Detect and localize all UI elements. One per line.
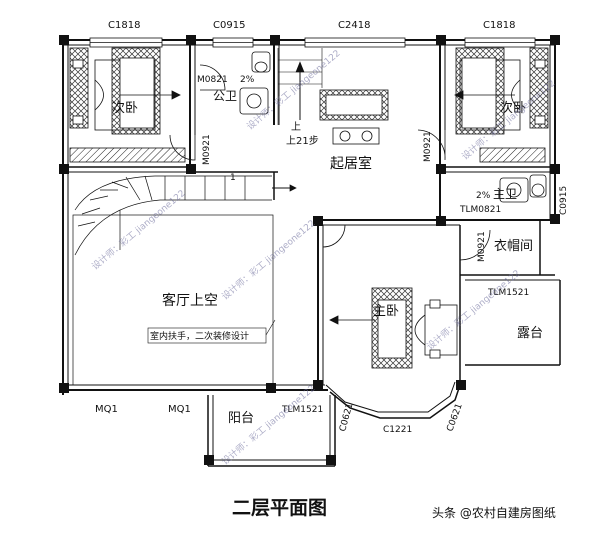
- door-swings: [169, 64, 491, 261]
- room-label-master-bedroom: 主卧: [373, 304, 399, 319]
- plan-caption: 二层平面图: [232, 497, 327, 519]
- door-label-tlm0821: TLM0821: [459, 205, 501, 215]
- room-label-bedroom-left: 次卧: [112, 100, 138, 116]
- source-credit: 头条 @农村自建房图纸: [432, 505, 556, 520]
- watermark-3: 设计师：彩工 jiangeone122: [219, 217, 317, 302]
- door-label-m0921-left: M0921: [202, 134, 212, 165]
- top-windows: [89, 37, 536, 48]
- window-label-c0621-left: C0621: [338, 402, 355, 433]
- stair-mark: 1: [230, 173, 236, 183]
- window-label-c1221: C1221: [383, 425, 412, 435]
- spiral-stairs: [72, 175, 297, 386]
- handrail-note: 室内扶手，二次装修设计: [150, 330, 249, 342]
- room-label-public-bath: 公卫: [213, 89, 237, 103]
- watermark-2: 设计师：彩工 jiangeone122: [89, 187, 187, 272]
- room-label-bedroom-right: 次卧: [500, 100, 526, 116]
- room-label-living: 起居室: [330, 155, 372, 172]
- door-label-tlm1521-balcony: TLM1521: [281, 405, 323, 415]
- living-room-furniture: [319, 89, 389, 145]
- columns: [59, 35, 560, 465]
- slope-public-bath: 2%: [240, 75, 255, 85]
- window-label-c2418: C2418: [338, 20, 370, 31]
- walls: [62, 39, 561, 467]
- door-label-m0921-master: M0921: [477, 231, 487, 262]
- window-label-c0621-right: C0621: [445, 402, 464, 433]
- door-label-tlm1521-terrace: TLM1521: [487, 288, 529, 298]
- bedroom-arrows: [120, 90, 515, 100]
- master-bedroom-furniture: [329, 287, 458, 369]
- room-label-master-bath: 主卫: [493, 187, 517, 201]
- stair-up-note: 上: [291, 121, 301, 133]
- door-label-m0821: M0821: [197, 75, 228, 85]
- window-label-mq1-b: MQ1: [168, 404, 191, 415]
- door-labels: M0821 M0921 M0921 M0921 TLM0821 TLM1521 …: [197, 75, 529, 415]
- room-label-terrace: 露台: [517, 326, 543, 341]
- room-label-void: 客厅上空: [162, 292, 218, 309]
- slope-master-bath: 2%: [476, 191, 491, 201]
- straight-stairs: [277, 48, 323, 125]
- window-label-c1818-right: C1818: [483, 20, 515, 31]
- room-labels: 次卧 次卧 公卫 起居室 主卫 衣帽间 主卧 露台 客厅上空 阳台: [112, 89, 543, 426]
- stair-steps-note: 上21步: [286, 135, 319, 147]
- room-label-closet: 衣帽间: [494, 238, 533, 254]
- window-label-c1818-left: C1818: [108, 20, 140, 31]
- master-bath-fixtures: [499, 174, 547, 203]
- window-label-c0915: C0915: [213, 20, 245, 31]
- plan-notes: 上 上21步 室内扶手，二次装修设计 2% 2% 1: [147, 75, 491, 344]
- room-label-balcony: 阳台: [228, 411, 254, 426]
- window-label-mq1-a: MQ1: [95, 404, 118, 415]
- door-label-m0921-right: M0921: [423, 131, 433, 162]
- public-bath-fixtures: [239, 51, 271, 115]
- window-label-c0915-right: C0915: [559, 186, 569, 215]
